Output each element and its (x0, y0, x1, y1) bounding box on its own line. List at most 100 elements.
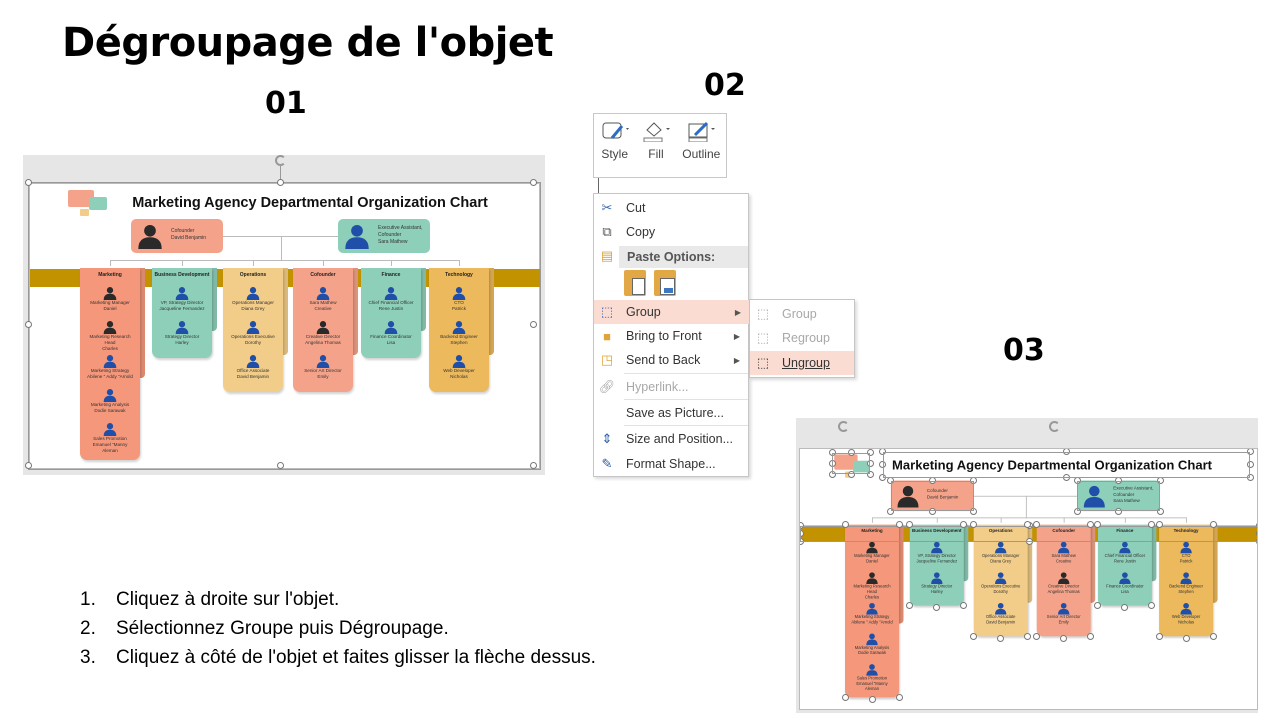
menu-item-bring-to-front[interactable]: ■Bring to Front▶ (594, 324, 748, 348)
selection-handle[interactable] (25, 179, 32, 186)
outline-button[interactable]: Outline (682, 120, 720, 177)
selection-handle[interactable] (1094, 602, 1102, 610)
selection-handle[interactable] (928, 507, 936, 515)
member-line: Office Associate (985, 614, 1016, 620)
deco-square (68, 190, 94, 207)
selection-handle[interactable] (530, 321, 537, 328)
style-button[interactable]: Style (600, 120, 630, 177)
selection-handle[interactable] (1087, 632, 1095, 640)
selection-handle[interactable] (1246, 461, 1254, 469)
scissors-icon: ✂ (601, 200, 613, 215)
selection-handle[interactable] (277, 462, 284, 469)
selection-handle[interactable] (25, 321, 32, 328)
member-line: Operations Executive (231, 334, 275, 339)
selection-handle[interactable] (1024, 521, 1032, 529)
rotate-handle-icon[interactable] (1049, 421, 1060, 432)
selection-handle[interactable] (1026, 538, 1033, 546)
person-icon (866, 664, 878, 676)
selection-handle[interactable] (1062, 474, 1070, 482)
member-line: Marketing Manager (854, 553, 890, 558)
menu-item-hyperlink[interactable]: 🔗︎Hyperlink... (598, 379, 689, 394)
selection-handle[interactable] (866, 459, 874, 467)
selection-handle[interactable] (1060, 634, 1068, 642)
selection-handle[interactable] (868, 695, 876, 703)
selection-handle[interactable] (800, 538, 804, 546)
org-chart-grouped[interactable]: Marketing Agency Departmental Organizati… (30, 184, 540, 469)
selection-handle[interactable] (1087, 521, 1095, 529)
org-chart-ungrouped[interactable]: Marketing Agency Departmental Organizati… (800, 449, 1257, 706)
selection-handle[interactable] (1094, 521, 1102, 529)
submenu-item-regroup[interactable]: ⬚Regroup (750, 326, 854, 350)
selection-handle[interactable] (1209, 521, 1217, 529)
person-icon (1119, 541, 1131, 554)
selection-handle[interactable] (25, 462, 32, 469)
selection-handle[interactable] (841, 521, 849, 529)
connector (1025, 495, 1027, 519)
selection-handle[interactable] (1156, 507, 1164, 515)
selection-handle[interactable] (960, 602, 968, 610)
selection-handle[interactable] (1033, 521, 1041, 529)
selection-handle[interactable] (277, 179, 284, 186)
selection-handle[interactable] (970, 632, 978, 640)
selection-handle[interactable] (1155, 521, 1163, 529)
selection-handle[interactable] (866, 470, 874, 478)
selection-handle[interactable] (997, 634, 1005, 642)
send-to-back-icon: ◳ (600, 352, 614, 367)
selection-handle[interactable] (906, 602, 914, 610)
member-line: CTO (1181, 553, 1191, 558)
fill-button[interactable]: Fill (641, 120, 671, 177)
selection-handle[interactable] (1148, 521, 1156, 529)
rotate-handle-icon[interactable] (838, 421, 849, 432)
submenu-arrow-icon: ▶ (733, 331, 740, 341)
submenu-item-ungroup[interactable]: ⬚Ungroup (750, 351, 854, 375)
selection-handle[interactable] (1148, 602, 1156, 610)
screenshot-grouped-chart: Marketing Agency Departmental Organizati… (23, 155, 545, 475)
member-line: Dodie Sarawak (94, 408, 126, 413)
member-line: Marketing Research (89, 334, 131, 339)
paste-keep-formatting-icon[interactable] (624, 270, 646, 296)
column-fold (1023, 524, 1033, 603)
selection-handle[interactable] (1246, 474, 1254, 482)
selection-handle[interactable] (847, 470, 855, 478)
selection-handle[interactable] (970, 521, 978, 529)
selection-handle[interactable] (895, 693, 903, 701)
selection-handle[interactable] (895, 521, 903, 529)
deco-square (89, 197, 107, 210)
selection-handle[interactable] (841, 693, 849, 701)
member-line: Operations Manager (981, 553, 1020, 558)
selection-handle[interactable] (906, 521, 914, 529)
selection-handle[interactable] (1121, 603, 1129, 611)
selection-handle[interactable] (960, 521, 968, 529)
person-icon (1180, 602, 1192, 615)
paste-picture-icon[interactable] (654, 270, 676, 296)
selection-handle[interactable] (530, 179, 537, 186)
selection-handle[interactable] (933, 603, 941, 611)
menu-item-cut[interactable]: ✂Cut (594, 196, 748, 220)
menu-item-format-shape[interactable]: ✎Format Shape... (594, 452, 748, 476)
selection-handle[interactable] (1033, 632, 1041, 640)
selection-handle[interactable] (1155, 632, 1163, 640)
selection-handle[interactable] (800, 530, 804, 538)
selection-handle[interactable] (1024, 632, 1032, 640)
selection-handle[interactable] (1115, 507, 1123, 515)
menu-item-send-to-back[interactable]: ◳Send to Back▶ (594, 348, 748, 372)
size-position-icon: ⇕ (601, 431, 613, 446)
context-menu: ✂Cut ⧉Copy ▤Paste Options: ⬚Group▶ ■Brin… (593, 193, 749, 477)
menu-item-size-and-position[interactable]: ⇕Size and Position... (594, 427, 748, 451)
selection-handle[interactable] (970, 507, 978, 515)
selection-handle[interactable] (1209, 632, 1217, 640)
menu-item-copy[interactable]: ⧉Copy (594, 220, 748, 244)
rotate-handle-icon[interactable] (275, 155, 286, 166)
selection-handle[interactable] (530, 462, 537, 469)
member-line: Finance Coordinator (1106, 584, 1144, 589)
submenu-item-group[interactable]: ⬚Group (750, 302, 854, 326)
column-fold (894, 524, 904, 624)
menu-item-save-as-picture[interactable]: Save as Picture... (626, 406, 724, 420)
person-icon (246, 355, 260, 368)
selection-handle[interactable] (1182, 634, 1190, 642)
menu-item-group[interactable]: ⬚Group▶ (594, 300, 749, 324)
